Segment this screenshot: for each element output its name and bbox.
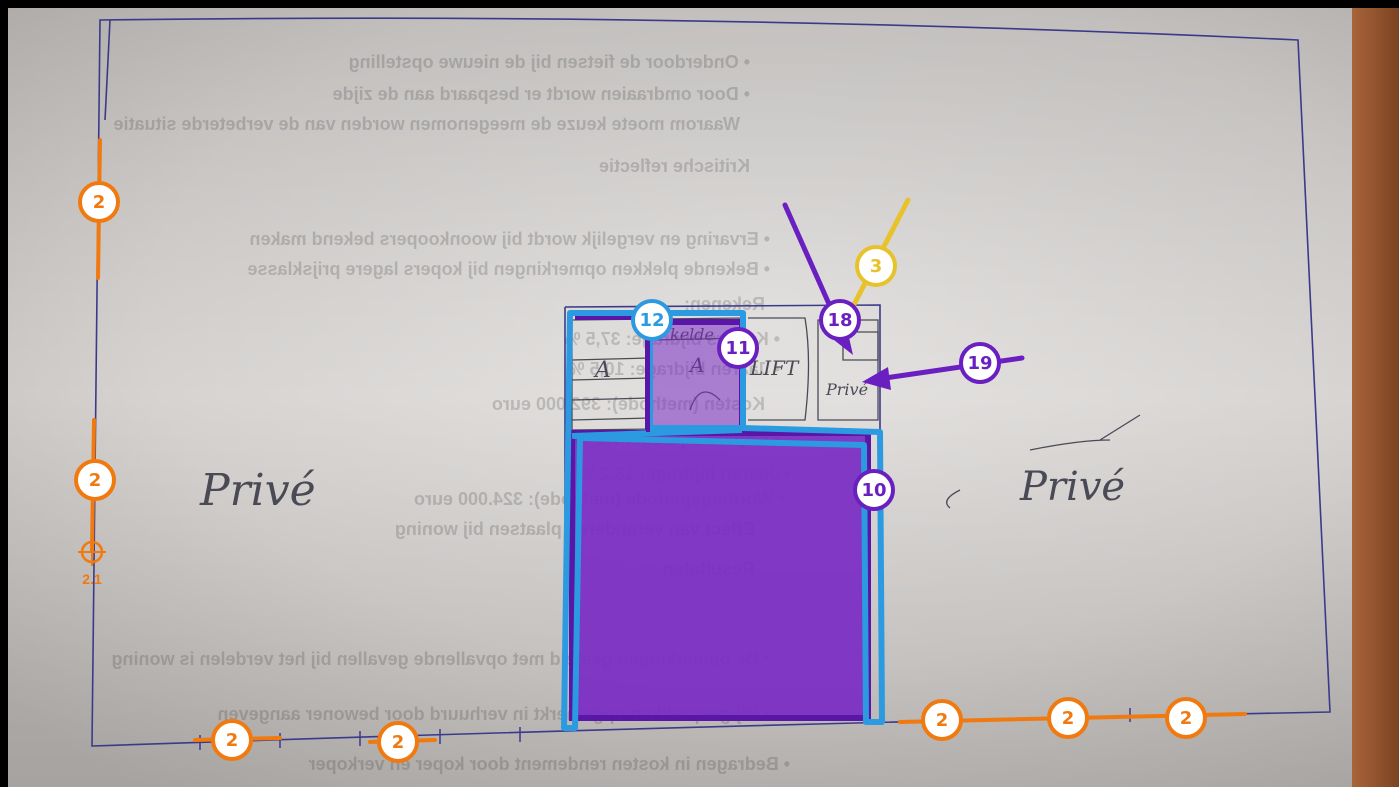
- ghost-text-line: • Door omdraaien wordt er bespaard aan d…: [333, 84, 750, 104]
- marker-badge-label: 18: [827, 310, 852, 331]
- marker-badge-label: 2: [93, 192, 106, 213]
- marker-badge-2[interactable]: 2: [921, 699, 963, 741]
- ghost-text-line: Waarom moete keuze de meegenomen worden …: [113, 114, 740, 134]
- marker-badge-circle: [74, 459, 116, 501]
- left-prive-label: Privé: [199, 465, 316, 516]
- marker-badge-label: 19: [967, 353, 992, 374]
- marker-badge-2[interactable]: 2: [78, 181, 120, 223]
- marker-badge-circle: [211, 719, 253, 761]
- marker-badge-circle: [1047, 697, 1089, 739]
- marker-badge-18[interactable]: 18: [819, 299, 861, 341]
- marker-badge-19[interactable]: 19: [959, 342, 1001, 384]
- marker-badge-12[interactable]: 12: [631, 299, 673, 341]
- marker-badge-circle: [855, 245, 897, 287]
- marker-badge-circle: [1165, 697, 1207, 739]
- ghost-text-line: • Bedragen in kosten rendement door kope…: [309, 754, 790, 774]
- marker-badge-circle: [819, 299, 861, 341]
- marker-badge-circle: [959, 342, 1001, 384]
- marker-badge-2[interactable]: 2: [377, 721, 419, 763]
- marker-badge-label: 2: [936, 710, 949, 731]
- marker-badge-label: 2: [392, 732, 405, 753]
- marker-badge-label: 2: [226, 730, 239, 751]
- marker-badge-circle: [631, 299, 673, 341]
- marker-badge-circle: [921, 699, 963, 741]
- stair-mark-a: A: [593, 358, 611, 383]
- marker-badge-3[interactable]: 3: [855, 245, 897, 287]
- ghost-text-line: Kritische reflectie: [599, 156, 750, 176]
- bleed-through-text: • Onderdoor de fietsen bij de nieuwe ops…: [112, 52, 790, 774]
- marker-badge-label: 2: [1062, 708, 1075, 729]
- marker-badge-label: 10: [861, 480, 886, 501]
- marker-badge-label: 2: [89, 470, 102, 491]
- lift-label: LIFT: [749, 356, 800, 380]
- marker-badge-circle: [717, 327, 759, 369]
- marker-badge-label: 12: [639, 310, 664, 331]
- marker-badges: 2 2 2 2 2 2 2 3 18 19 10 11 12: [74, 181, 1207, 763]
- arrowhead-19: [862, 367, 891, 390]
- marker-badge-2[interactable]: 2: [1165, 697, 1207, 739]
- marker-badge-2[interactable]: 2: [74, 459, 116, 501]
- ghost-text-line: Rekenen:: [684, 294, 765, 314]
- marker-badge-label: 11: [725, 338, 750, 359]
- marker-badge-label: 2: [1180, 708, 1193, 729]
- marker-badge-circle: [853, 469, 895, 511]
- marker-badge-10[interactable]: 10: [853, 469, 895, 511]
- marker-badge-2[interactable]: 2: [1047, 697, 1089, 739]
- marker-badge-circle: [377, 721, 419, 763]
- wooden-table-edge: [1352, 8, 1399, 787]
- ghost-text-line: • Onderdoor de fietsen bij de nieuwe ops…: [349, 52, 750, 72]
- marker-badge-label: 3: [870, 256, 883, 277]
- ghost-text-line: • Bekende plekken opmerkingen bij kopers…: [247, 259, 770, 279]
- marker-badge-11[interactable]: 11: [717, 327, 759, 369]
- area-10[interactable]: [569, 430, 871, 721]
- marker-badge-circle: [78, 181, 120, 223]
- marker-badge-2[interactable]: 2: [211, 719, 253, 761]
- sub-marker-label: 2.1: [82, 571, 102, 587]
- target-marker-2-1[interactable]: 2.1: [78, 538, 106, 587]
- right-prive-label: Privé: [1019, 464, 1125, 510]
- small-prive-label: Privé: [825, 380, 868, 399]
- ghost-text-line: • Ervaring en vergelijk wordt bij woonko…: [250, 229, 770, 249]
